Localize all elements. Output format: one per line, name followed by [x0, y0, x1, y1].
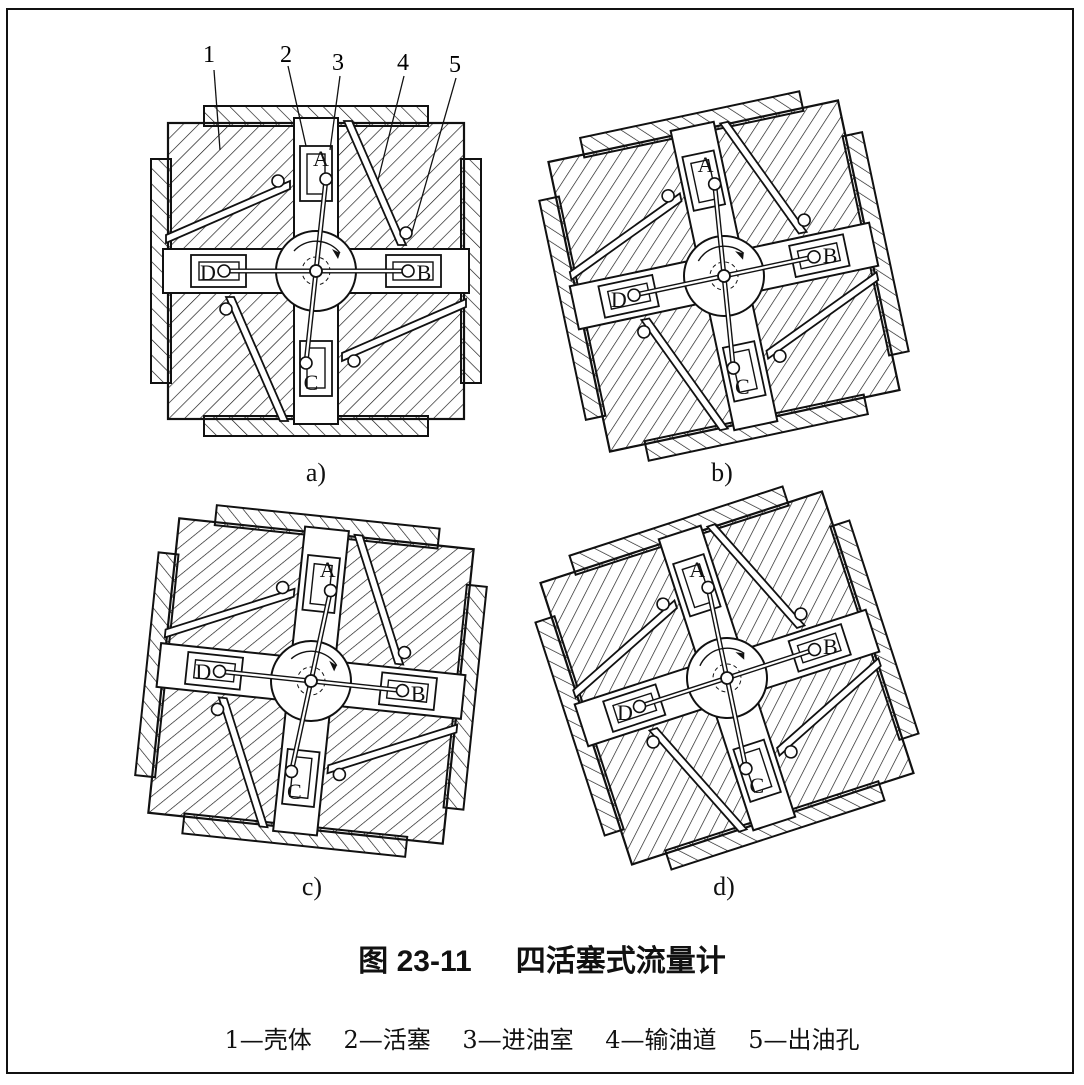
- subfigure-c-label: c): [301, 872, 323, 901]
- callout-5: 5: [449, 52, 461, 78]
- legend-item-1: 1—壳体: [224, 1026, 312, 1054]
- subfigure-a-label: a): [305, 458, 327, 487]
- subfigure-b-drawing: [528, 80, 919, 471]
- callout-3: 3: [332, 50, 344, 76]
- subfigure-d-label: d): [713, 872, 735, 901]
- subfigure-d-drawing: [519, 470, 935, 886]
- legend-item-2: 2—活塞: [343, 1026, 431, 1054]
- caption-number: 图 23-11: [358, 945, 472, 978]
- legend-item-5: 5—出油孔: [748, 1026, 860, 1054]
- piston-label-c: C: [749, 773, 765, 799]
- piston-label-b: B: [822, 242, 838, 268]
- legend-item-4: 4—输油道: [605, 1026, 717, 1054]
- piston-label-d: D: [200, 260, 216, 285]
- caption-title: 四活塞式流量计: [515, 944, 726, 979]
- piston-label-a: A: [313, 146, 329, 171]
- subfigure-c-drawing: [130, 500, 493, 863]
- piston-label-b: B: [416, 260, 432, 285]
- piston-label-a: A: [697, 152, 714, 178]
- piston-label-b: B: [410, 681, 426, 707]
- piston-label-c: C: [303, 370, 319, 395]
- callout-2: 2: [280, 42, 292, 68]
- piston-label-a: A: [319, 557, 336, 583]
- callout-1: 1: [203, 42, 215, 68]
- piston-label-c: C: [735, 373, 750, 399]
- piston-label-a: A: [689, 556, 706, 582]
- piston-label-d: D: [616, 700, 633, 726]
- piston-label-d: D: [195, 658, 212, 684]
- subfigure-b-label: b): [711, 458, 733, 487]
- callout-leaders: [213, 65, 457, 233]
- figure-legend: 1—壳体 2—活塞 3—进油室 4—输油道 5—出油孔: [0, 1020, 1084, 1055]
- piston-label-b: B: [822, 633, 838, 659]
- figure-caption: 图 23-11 四活塞式流量计: [0, 936, 1084, 980]
- piston-label-c: C: [286, 778, 302, 804]
- piston-label-d: D: [610, 287, 627, 313]
- callout-4: 4: [397, 50, 409, 76]
- legend-item-3: 3—进油室: [462, 1026, 574, 1054]
